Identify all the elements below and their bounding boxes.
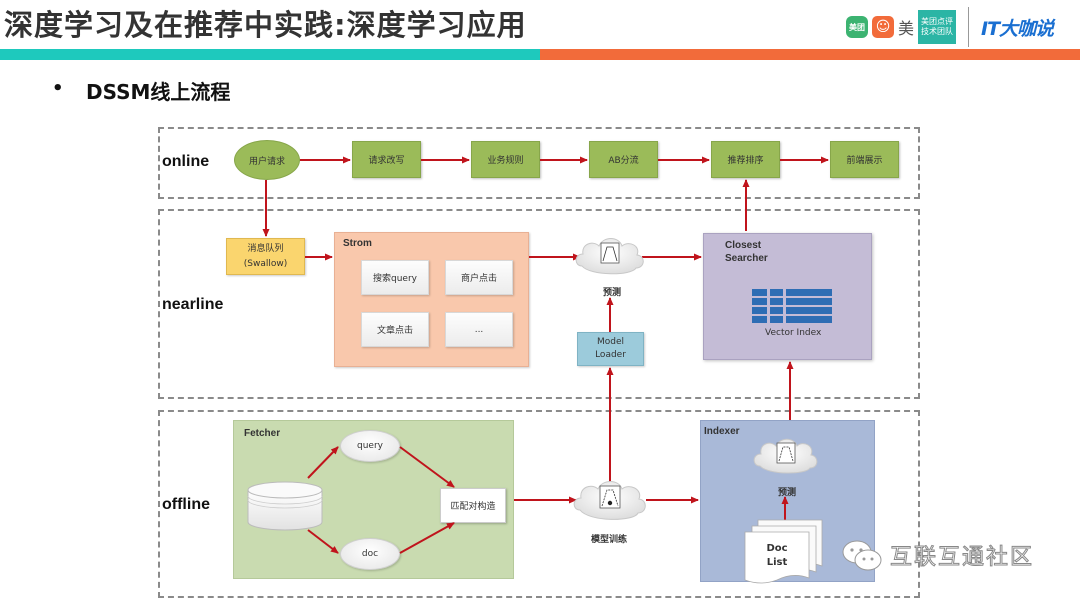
strom-title: Strom: [343, 238, 372, 249]
nearline-lane: [158, 209, 920, 399]
frontend-display-node: 前端展示: [830, 141, 899, 178]
user-request-node: 用户请求: [234, 140, 300, 180]
train-label: 模型训练: [590, 535, 627, 545]
doc-list-label: Doc List: [762, 542, 792, 569]
tech-team-line2: 技术团队: [921, 27, 954, 36]
header-bar-teal: [0, 49, 540, 60]
rec-ranking-node: 推荐排序: [711, 141, 780, 178]
strom-item: 文章点击: [361, 312, 429, 347]
slide-title: 深度学习及在推荐中实践:深度学习应用: [4, 8, 527, 42]
predict-label-nearline: 预测: [602, 288, 621, 298]
closest-searcher-title: Closest Searcher: [725, 239, 768, 265]
offline-lane: [158, 410, 920, 598]
bullet-dot: •: [52, 78, 64, 99]
vector-index-label: Vector Index: [765, 328, 822, 338]
mei-logo: 美: [898, 19, 915, 38]
closest-searcher-container: [703, 233, 872, 360]
model-loader-line1: Model: [596, 336, 625, 347]
strom-item: ...: [445, 312, 513, 347]
doc-node: doc: [340, 538, 400, 570]
meituan-logo: 美团: [846, 16, 868, 38]
match-build-node: 匹配对构造: [440, 488, 506, 523]
ab-split-node: AB分流: [589, 141, 658, 178]
slide-subtitle: DSSM线上流程: [86, 80, 231, 104]
predict-label-indexer: 预测: [777, 488, 796, 498]
strom-item: 搜索query: [361, 260, 429, 295]
indexer-title: Indexer: [704, 426, 740, 437]
fetcher-title: Fetcher: [244, 428, 281, 439]
brand-logos: 美团 ☺ 美 美团点评 技术团队 IT大咖说: [846, 7, 1054, 47]
request-rewrite-node: 请求改写: [352, 141, 421, 178]
searcher-title-line1: Closest: [725, 240, 762, 251]
lane-label-offline: offline: [162, 496, 212, 514]
queue-label: 消息队列: [247, 244, 284, 255]
model-loader-node: Model Loader: [577, 332, 644, 366]
dianping-logo: ☺: [872, 16, 894, 38]
doc-list-line2: List: [766, 556, 788, 568]
tech-team-logo: 美团点评 技术团队: [918, 10, 957, 44]
logo-divider: [968, 7, 970, 47]
online-lane: [158, 127, 920, 199]
query-node: query: [340, 430, 400, 462]
watermark-text: 互联互通社区: [889, 545, 1035, 571]
tech-team-line1: 美团点评: [921, 16, 954, 26]
wechat-icon: [842, 540, 882, 571]
model-loader-line2: Loader: [595, 350, 626, 360]
header-bar-orange: [540, 49, 1080, 60]
searcher-title-line2: Searcher: [725, 253, 768, 264]
queue-sublabel: (Swallow): [243, 258, 288, 269]
hdfs-label: HDFS: [272, 511, 303, 522]
doc-list-line1: Doc: [766, 543, 788, 554]
business-rules-node: 业务规则: [471, 141, 540, 178]
lane-label-nearline: nearline: [162, 296, 226, 314]
watermark: 互联互通社区: [840, 538, 1034, 572]
it-brand-logo: IT大咖说: [981, 17, 1054, 40]
message-queue-node: 消息队列 (Swallow): [226, 238, 305, 275]
lane-label-online: online: [162, 153, 212, 171]
strom-item: 商户点击: [445, 260, 513, 295]
